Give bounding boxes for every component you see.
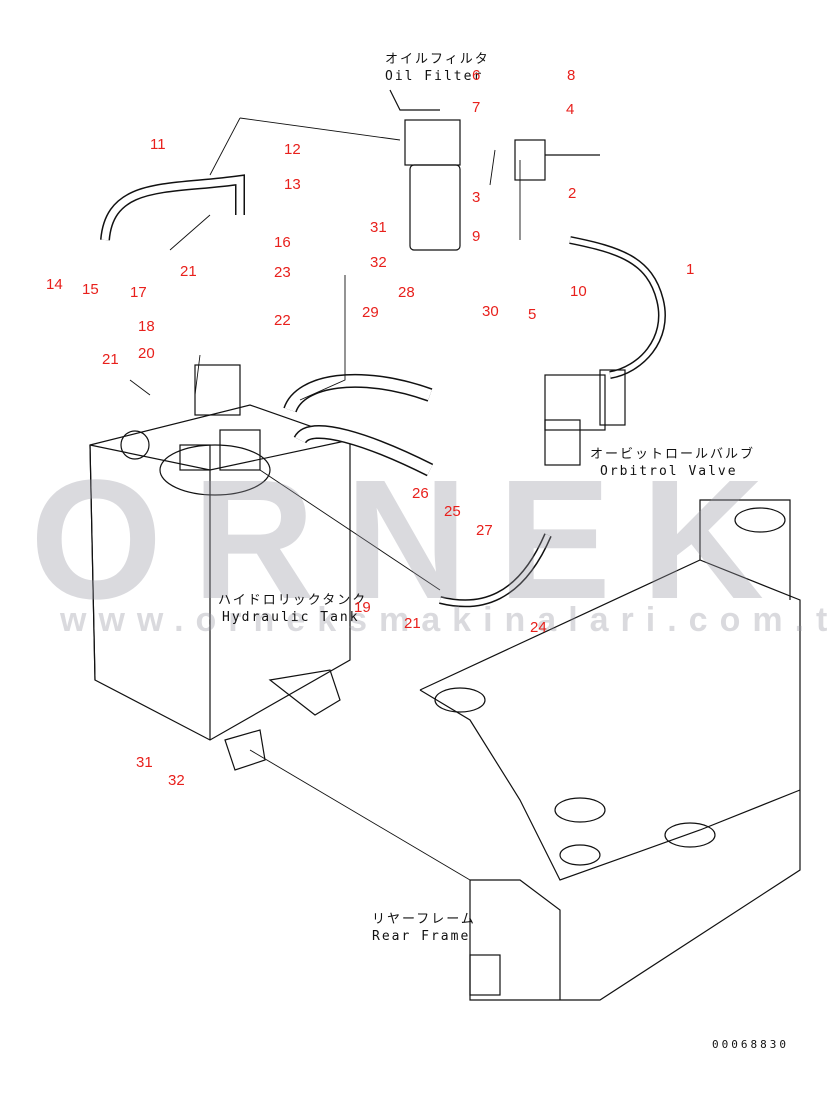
part-number: 17: [130, 284, 147, 301]
part-number: 22: [274, 312, 291, 329]
part-number: 13: [284, 176, 301, 193]
part-number: 32: [168, 772, 185, 789]
drawing-code: 00068830: [712, 1038, 789, 1051]
rear-frame-caption-en: Rear Frame: [372, 929, 471, 944]
part-number: 18: [138, 318, 155, 335]
part-number: 3: [472, 189, 481, 206]
part-number: 28: [398, 284, 415, 301]
part-number: 16: [274, 234, 291, 251]
part-number: 21: [404, 615, 421, 632]
part-number: 30: [482, 303, 499, 320]
part-number: 1: [686, 261, 695, 278]
rear-frame-caption-jp: リヤーフレーム: [372, 912, 476, 927]
part-number: 6: [472, 67, 481, 84]
hydraulic-tank: [89, 364, 351, 771]
orbitrol-caption-en: Orbitrol Valve: [600, 464, 738, 479]
part-number: 24: [530, 619, 547, 636]
part-number: 23: [274, 264, 291, 281]
part-number: 9: [472, 228, 481, 245]
part-number: 2: [568, 185, 577, 202]
part-number: 4: [566, 101, 575, 118]
oil-filter: [389, 89, 600, 251]
hydraulic-tank-caption-jp: ハイドロリックタンク: [218, 593, 368, 608]
part-number: 15: [82, 281, 99, 298]
orbitrol-caption-jp: オービットロールバルブ: [590, 447, 756, 462]
part-number: 20: [138, 345, 155, 362]
leader-lines: [129, 117, 521, 881]
part-number: 31: [136, 754, 153, 771]
hydraulic-tank-caption-en: Hydraulic Tank: [222, 610, 360, 625]
part-number: 8: [567, 67, 576, 84]
part-number: 7: [472, 99, 481, 116]
oil-filter-caption-en: Oil Filter: [385, 69, 484, 84]
watermark-url: www.orneksmakinalari.com.tr: [60, 601, 839, 639]
part-number: 27: [476, 522, 493, 539]
part-number: 21: [180, 263, 197, 280]
part-number: 26: [412, 485, 429, 502]
rear-frame: [419, 499, 801, 1001]
part-number: 5: [528, 306, 537, 323]
watermark-brand: ORNEK: [30, 445, 794, 635]
part-number: 10: [570, 283, 587, 300]
oil-filter-caption-jp: オイルフィルタ: [385, 52, 490, 67]
part-number: 25: [444, 503, 461, 520]
part-number: 19: [354, 599, 371, 616]
part-number: 11: [150, 136, 166, 153]
part-number: 14: [46, 276, 63, 293]
part-number: 29: [362, 304, 379, 321]
part-number: 21: [102, 351, 119, 368]
orbitrol-valve: [544, 369, 626, 466]
part-number: 12: [284, 141, 301, 158]
part-number: 31: [370, 219, 387, 236]
tank-pipes: [100, 174, 666, 608]
part-number: 32: [370, 254, 387, 271]
